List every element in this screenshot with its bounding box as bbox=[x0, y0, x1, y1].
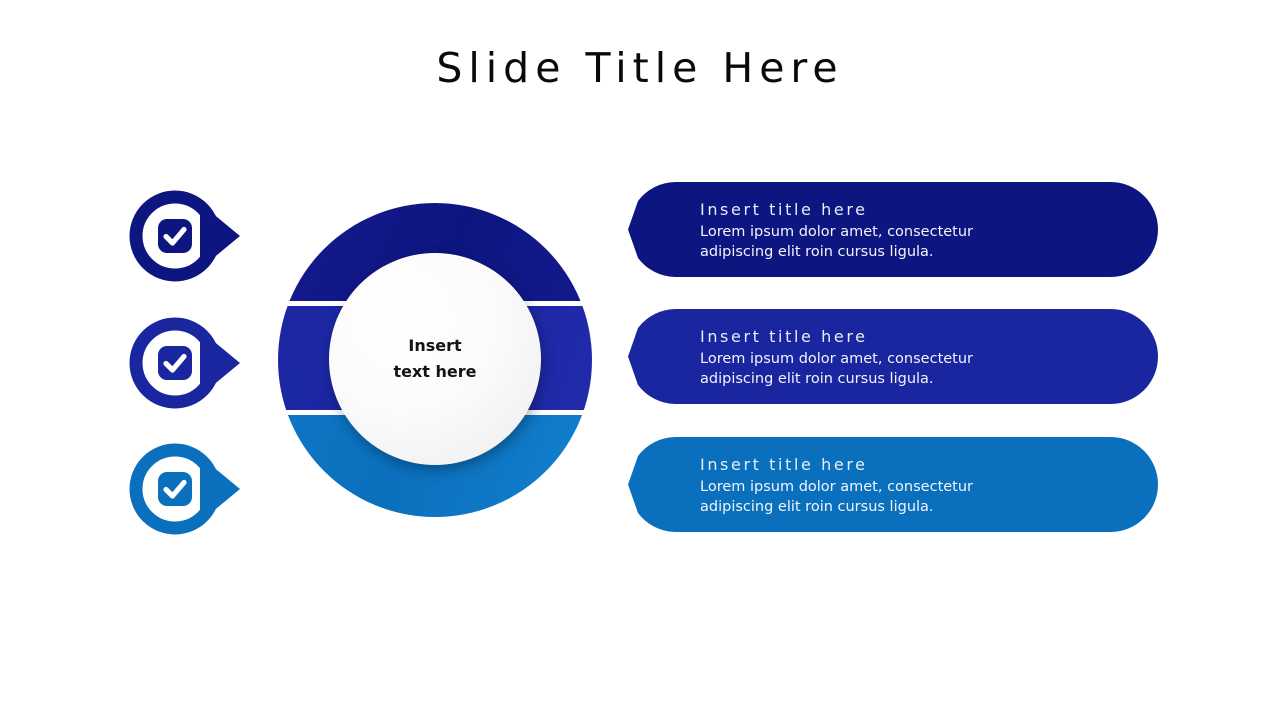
callout-body-line-2: adipiscing elit roin cursus ligula. bbox=[700, 371, 934, 387]
check-badge-icon bbox=[158, 219, 192, 253]
callout-title: Insert title here bbox=[700, 327, 868, 346]
callout-body-line-1: Lorem ipsum dolor amet, consectetur bbox=[700, 479, 974, 495]
callout-shape bbox=[628, 182, 1158, 277]
center-text-line-2: text here bbox=[393, 362, 477, 381]
page-title: Slide Title Here bbox=[436, 44, 844, 92]
callout-body-line-1: Lorem ipsum dolor amet, consectetur bbox=[700, 224, 974, 240]
center-ring-graphic: Insert text here bbox=[278, 203, 592, 517]
callout-shape bbox=[628, 309, 1158, 404]
check-icon bbox=[163, 226, 187, 246]
callout-body-line-2: adipiscing elit roin cursus ligula. bbox=[700, 244, 934, 260]
callout-item-3[interactable]: Insert title here Lorem ipsum dolor amet… bbox=[628, 437, 1158, 532]
marker-check-2[interactable] bbox=[124, 312, 246, 414]
callout-title: Insert title here bbox=[700, 200, 868, 219]
callout-body-line-1: Lorem ipsum dolor amet, consectetur bbox=[700, 351, 974, 367]
center-text-line-1: Insert bbox=[408, 336, 462, 355]
marker-ring-icon bbox=[129, 317, 221, 409]
marker-ring-icon bbox=[129, 443, 221, 535]
marker-ring-icon bbox=[129, 190, 221, 282]
callout-item-1[interactable]: Insert title here Lorem ipsum dolor amet… bbox=[628, 182, 1158, 277]
marker-check-3[interactable] bbox=[124, 438, 246, 540]
callout-title: Insert title here bbox=[700, 455, 868, 474]
callout-item-2[interactable]: Insert title here Lorem ipsum dolor amet… bbox=[628, 309, 1158, 404]
check-icon bbox=[163, 353, 187, 373]
center-text-disc[interactable]: Insert text here bbox=[329, 253, 541, 465]
callout-shape bbox=[628, 437, 1158, 532]
check-badge-icon bbox=[158, 472, 192, 506]
marker-check-1[interactable] bbox=[124, 185, 246, 287]
callout-body-line-2: adipiscing elit roin cursus ligula. bbox=[700, 499, 934, 515]
check-badge-icon bbox=[158, 346, 192, 380]
check-icon bbox=[163, 479, 187, 499]
